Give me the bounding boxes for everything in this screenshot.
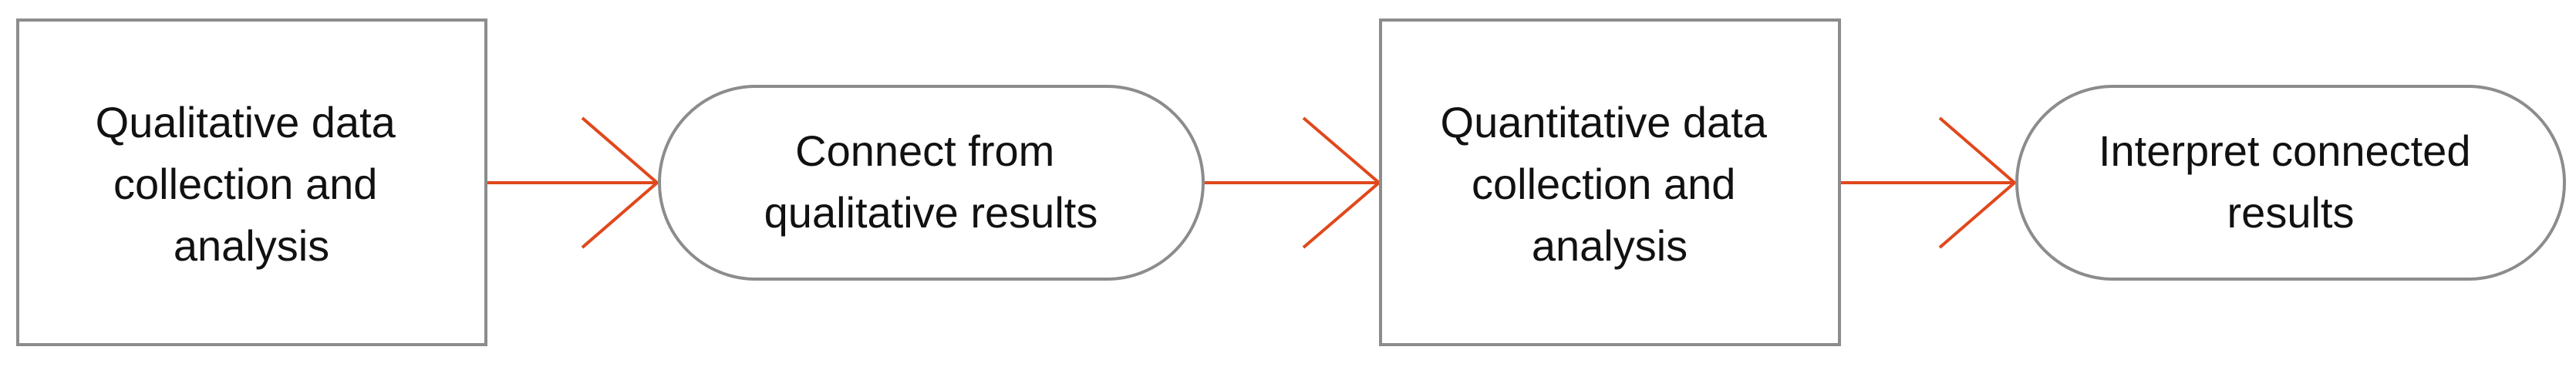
node-qualitative-collection-line-3: analysis — [174, 221, 329, 270]
arrow-1 — [486, 116, 660, 249]
node-interpret-results-line-2: results — [2227, 188, 2355, 237]
node-interpret-results-box — [2015, 85, 2566, 281]
node-connect-results-line-1: Connect from — [795, 126, 1054, 175]
node-connect-results: Connect from qualitative results — [658, 85, 1205, 281]
node-connect-results-line-2: qualitative results — [764, 188, 1098, 237]
node-quantitative-collection-box — [1379, 19, 1841, 346]
node-qualitative-collection-line-2: collection and — [113, 160, 377, 208]
node-interpret-results-text: Interpret connected results — [2099, 126, 2483, 237]
node-quantitative-collection-line-1: Quantitative data — [1441, 98, 1768, 146]
arrow-1-head — [581, 116, 660, 249]
node-interpret-results-line-1: Interpret connected — [2099, 126, 2471, 175]
arrow-3-head — [1938, 116, 2018, 249]
arrow-3 — [1839, 116, 2018, 249]
node-qualitative-collection-box — [16, 19, 487, 346]
node-quantitative-collection-line-2: collection and — [1472, 160, 1735, 208]
node-connect-results-text: Connect from qualitative results — [764, 126, 1098, 237]
node-qualitative-collection-text: Qualitative data collection and analysis — [96, 98, 408, 270]
node-quantitative-collection-line-3: analysis — [1532, 221, 1688, 270]
node-quantitative-collection: Quantitative data collection and analysi… — [1379, 19, 1841, 346]
node-quantitative-collection-text: Quantitative data collection and analysi… — [1441, 98, 1779, 270]
arrow-2 — [1203, 116, 1382, 249]
node-connect-results-box — [658, 85, 1205, 281]
node-qualitative-collection-line-1: Qualitative data — [96, 98, 396, 146]
node-interpret-results: Interpret connected results — [2015, 85, 2566, 281]
node-qualitative-collection: Qualitative data collection and analysis — [16, 19, 487, 346]
